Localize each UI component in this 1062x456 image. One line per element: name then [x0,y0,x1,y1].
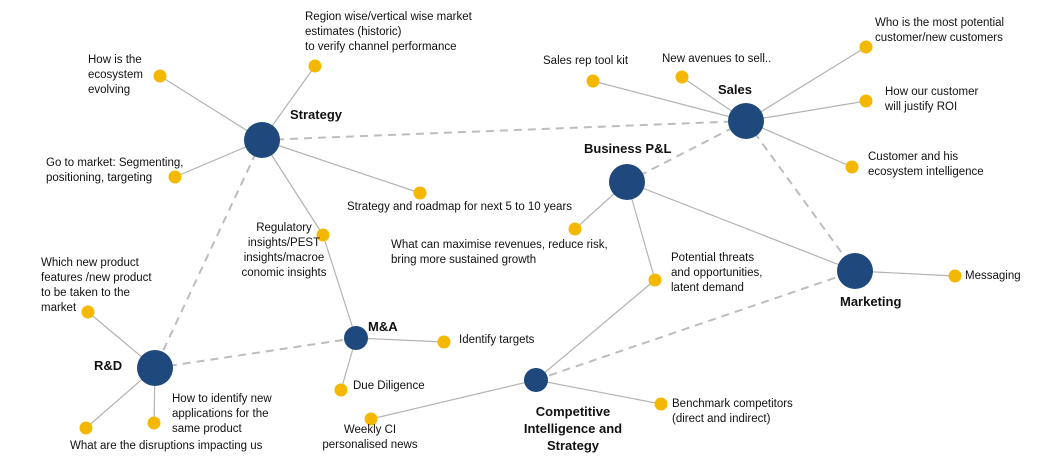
link-mna-identify-targets [355,337,445,343]
node-new-features [81,305,95,319]
label-benchmark: Benchmark competitors (direct and indire… [672,398,793,425]
hub-label-sales: Sales [718,82,752,97]
node-justify-roi [859,94,873,108]
link-threats-ci [535,279,656,381]
link-strategy-sales [261,120,747,141]
node-potential-customer [859,40,873,54]
node-benchmark [654,397,668,411]
label-messaging: Messaging [965,270,1021,282]
node-regulatory [316,228,330,242]
label-weekly-ci: Weekly CI personalised news [322,424,418,451]
link-ci-weekly [370,379,537,420]
node-marketing [837,253,873,289]
node-ecosystem [153,69,167,83]
hub-label-strategy: Strategy [290,107,343,122]
link-strategy-roadmap [261,139,421,194]
node-mna [344,326,368,350]
label-due-diligence: Due Diligence [353,380,425,392]
link-regulatory-mna [322,234,357,339]
node-ci [524,368,548,392]
label-identify-targets: Identify targets [459,334,535,346]
hub-label-mna: M&A [368,319,398,334]
hub-links [154,120,856,381]
label-sales-toolkit: Sales rep tool kit [543,55,629,67]
node-new-avenues [675,70,689,84]
label-new-avenues: New avenues to sell.. [662,53,772,65]
label-region-estimates: Region wise/vertical wise market estimat… [305,11,472,53]
node-go-to-market [168,170,182,184]
leaf-nodes [79,40,962,435]
node-strategy [244,122,280,158]
link-sales-potential-customer [745,46,867,122]
label-go-to-market: Go to market: Segmenting, positioning, t… [46,157,184,184]
node-identify-targets [437,335,451,349]
node-business-pl [609,164,645,200]
label-justify-roi: How our customer will justify ROI [885,86,979,113]
node-disruptions [79,421,93,435]
hub-label-business-pl: Business P&L [584,141,672,156]
node-sales-toolkit [586,74,600,88]
node-sales [728,103,764,139]
link-ci-benchmark [535,379,662,405]
node-rnd [137,350,173,386]
label-potential-customer: Who is the most potential customer/new c… [875,17,1005,44]
label-regulatory: Regulatory insights/PEST insights/macroe… [241,222,327,279]
label-ecosystem: How is the ecosystem evolving [88,54,143,96]
hub-label-rnd: R&D [94,358,123,373]
label-new-features: Which new product features /new product … [41,257,152,314]
node-region-estimates [308,59,322,73]
label-disruptions: What are the disruptions impacting us [70,440,263,452]
node-roadmap [413,186,427,200]
link-strategy-regulatory [261,139,324,236]
link-sales-customer-ecosystem [745,120,853,168]
node-weekly-ci [364,412,378,426]
label-customer-ecosystem: Customer and his ecosystem intelligence [868,151,984,178]
link-sales-toolkit [592,80,747,122]
node-new-applications [147,416,161,430]
label-threats: Potential threats and opportunities, lat… [671,252,763,294]
node-customer-ecosystem [845,160,859,174]
hub-label-ci: Competitive Intelligence and Strategy [523,404,623,453]
link-ci-marketing [535,270,856,381]
hub-nodes [137,103,873,392]
node-maximise-revenues [568,222,582,236]
link-sales-justify-roi [745,100,867,122]
node-due-diligence [334,383,348,397]
hub-label-marketing: Marketing [840,294,902,309]
link-business-pl-marketing [626,181,856,272]
node-threats [648,273,662,287]
label-roadmap: Strategy and roadmap for next 5 to 10 ye… [347,201,573,213]
label-new-applications: How to identify new applications for the… [172,393,272,435]
label-maximise-revenues: What can maximise revenues, reduce risk,… [391,239,608,266]
link-rnd-mna [154,337,357,369]
link-sales-marketing [745,120,856,272]
node-messaging [948,269,962,283]
link-strategy-ecosystem [159,75,263,141]
